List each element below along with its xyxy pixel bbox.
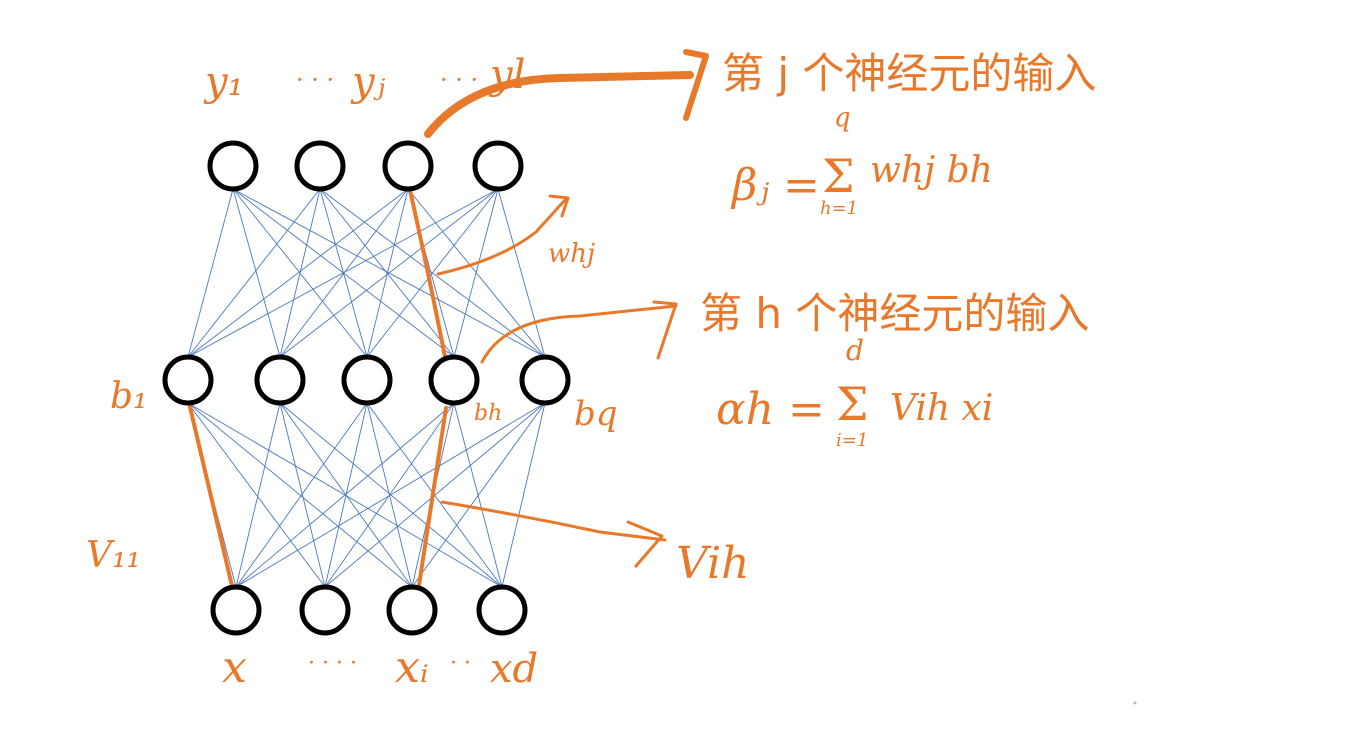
edge-input-4-hidden-1 — [187, 402, 503, 588]
hidden-node-3 — [341, 354, 393, 406]
label-b1: b₁ — [110, 376, 147, 417]
output-input-title: 第 j 个神经元的输入 — [722, 49, 1096, 98]
edge-hidden-5-output-3 — [407, 188, 546, 358]
label-xd: xd — [490, 646, 538, 692]
hidden-node-4 — [428, 354, 480, 406]
edge-hidden-4-output-2 — [319, 188, 455, 358]
edge-input-2-hidden-1 — [187, 402, 326, 588]
label-v11: V₁₁ — [86, 535, 141, 576]
label-x-dots-1: · · · · — [308, 651, 357, 676]
edge-input-4-hidden-5 — [501, 402, 546, 588]
highlight-vih-edge — [416, 406, 448, 594]
input-node-1 — [210, 584, 262, 636]
network-nodes — [162, 140, 571, 636]
highlight-v11-edge — [188, 405, 234, 588]
edge-hidden-5-output-1 — [232, 188, 546, 358]
arrow-output-input — [424, 71, 694, 138]
edge-hidden-1-output-3 — [187, 188, 409, 358]
edge-hidden-1-output-1 — [187, 188, 234, 358]
label-x-dots-2: · · — [450, 651, 471, 676]
output-node-3 — [382, 140, 434, 192]
alpha-term: Vih xi — [890, 388, 993, 429]
arrowhead-whj — [548, 194, 570, 218]
label-x1: x — [222, 642, 247, 693]
arrow-vih — [440, 500, 667, 542]
output-node-1 — [207, 140, 259, 192]
label-bq: bq — [574, 394, 618, 434]
input-node-3 — [386, 584, 438, 636]
input-node-2 — [299, 584, 351, 636]
beta-lower-limit: h=1 — [820, 198, 858, 219]
hidden-input-title: 第 h 个神经元的输入 — [700, 289, 1089, 338]
label-y-dots-2: · · · — [440, 66, 478, 94]
highlight-whj-edge — [408, 188, 448, 364]
highlight-paths — [188, 188, 448, 594]
label-y1: y₁ — [203, 59, 244, 105]
hidden-node-2 — [254, 354, 306, 406]
edge-input-3-hidden-2 — [279, 402, 413, 588]
edge-hidden-1-output-2 — [187, 188, 321, 358]
edge-hidden-3-output-1 — [232, 188, 368, 358]
edge-hidden-2-output-1 — [232, 188, 281, 358]
edge-input-1-hidden-3 — [235, 402, 368, 588]
input-to-hidden-edges — [187, 402, 546, 588]
edge-input-4-hidden-4 — [453, 402, 503, 588]
alpha-upper-limit: d — [846, 334, 864, 367]
hidden-node-5 — [519, 354, 571, 406]
hidden-node-1 — [162, 354, 214, 406]
alpha-lhs: αh = — [716, 384, 825, 435]
annotation-arrows — [424, 49, 709, 568]
beta-lhs: βⱼ = — [730, 160, 820, 211]
edge-input-2-hidden-2 — [279, 402, 326, 588]
label-yj: yⱼ — [350, 59, 386, 105]
edge-input-3-hidden-5 — [411, 402, 546, 588]
hidden-to-output-edges — [187, 188, 546, 358]
input-node-4 — [476, 584, 528, 636]
edge-hidden-5-output-4 — [497, 188, 546, 358]
output-node-2 — [294, 140, 346, 192]
output-node-4 — [472, 140, 524, 192]
arrow-whj — [436, 198, 567, 276]
edge-input-4-hidden-2 — [279, 402, 503, 588]
edge-hidden-4-output-1 — [232, 188, 455, 358]
edge-input-3-hidden-1 — [187, 402, 413, 588]
label-y-dots-1: · · · — [296, 66, 334, 94]
label-vih: Vih — [676, 538, 749, 589]
alpha-sum-symbol: Σ — [836, 377, 869, 431]
label-yl: yl — [488, 52, 525, 98]
edge-input-3-hidden-3 — [366, 402, 413, 588]
beta-sum-symbol: Σ — [822, 149, 855, 203]
arrowhead-hidden-input — [652, 300, 678, 360]
label-bh: bh — [474, 401, 502, 426]
arrowhead-vih — [626, 520, 664, 568]
edge-input-1-hidden-2 — [235, 402, 281, 588]
beta-upper-limit: q — [834, 103, 851, 133]
beta-term: whj bh — [870, 150, 993, 191]
stray-dot — [1133, 701, 1137, 705]
arrowhead-output-input — [683, 49, 709, 121]
alpha-lower-limit: i=1 — [836, 430, 868, 451]
edge-hidden-5-output-2 — [319, 188, 546, 358]
label-whj: whj — [548, 239, 595, 269]
label-xi: xᵢ — [395, 642, 429, 693]
arrow-hidden-input — [480, 304, 678, 364]
